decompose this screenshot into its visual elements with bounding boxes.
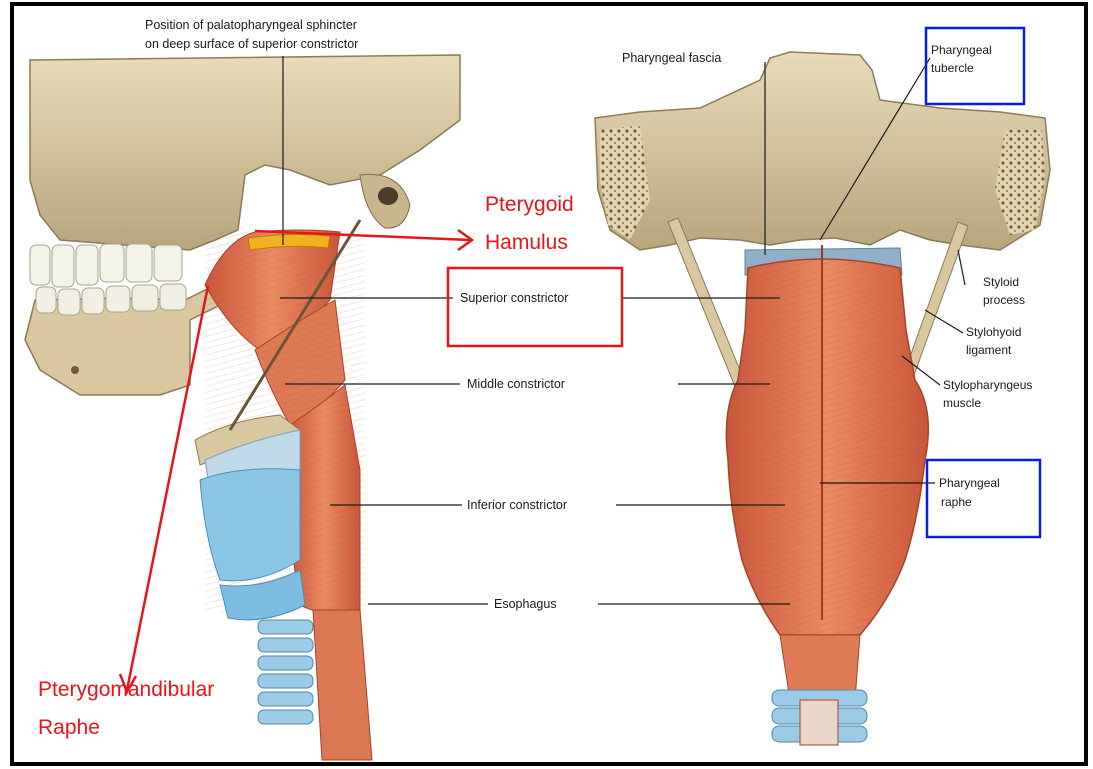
- palatopharyngeal-label-line1: Position of palatopharyngeal sphincter: [145, 18, 357, 32]
- ear-canal: [378, 187, 398, 205]
- pharyngeal-tubercle-label-line1: Pharyngeal: [931, 43, 992, 57]
- superior-constrictor-label: Superior constrictor: [460, 291, 568, 305]
- styloid-label-line1: Styloid: [983, 275, 1019, 289]
- pterygoid-hamulus-label-line1: Pterygoid: [485, 193, 574, 216]
- pharyngeal-raphe-label-line1: Pharyngeal: [939, 476, 1000, 490]
- upper-teeth: [30, 244, 182, 287]
- stylopharyngeus-label-line1: Stylopharyngeus: [943, 378, 1032, 392]
- thyroid-cartilage: [200, 469, 300, 581]
- pharyngeal-raphe-label-line2: raphe: [941, 495, 972, 509]
- trachea-rings-posterior: [772, 690, 867, 745]
- pharyngeal-fascia-label: Pharyngeal fascia: [622, 51, 721, 65]
- middle-constrictor-label: Middle constrictor: [467, 377, 565, 391]
- palatopharyngeal-label-line2: on deep surface of superior constrictor: [145, 37, 358, 51]
- stylohyoid-label-line2: ligament: [966, 343, 1012, 357]
- pterygomandibular-raphe-label-line2: Raphe: [38, 716, 100, 739]
- pharyngeal-tubercle-label-line2: tubercle: [931, 61, 974, 75]
- styloid-label-line2: process: [983, 293, 1025, 307]
- esophagus-label: Esophagus: [494, 597, 557, 611]
- pterygomandibular-raphe-label-line1: Pterygomandibular: [38, 678, 214, 701]
- inferior-constrictor-label: Inferior constrictor: [467, 498, 567, 512]
- stylopharyngeus-label-line2: muscle: [943, 396, 981, 410]
- pterygoid-hamulus-label-line2: Hamulus: [485, 231, 568, 254]
- mental-foramen: [71, 366, 79, 374]
- stylohyoid-label-line1: Stylohyoid: [966, 325, 1021, 339]
